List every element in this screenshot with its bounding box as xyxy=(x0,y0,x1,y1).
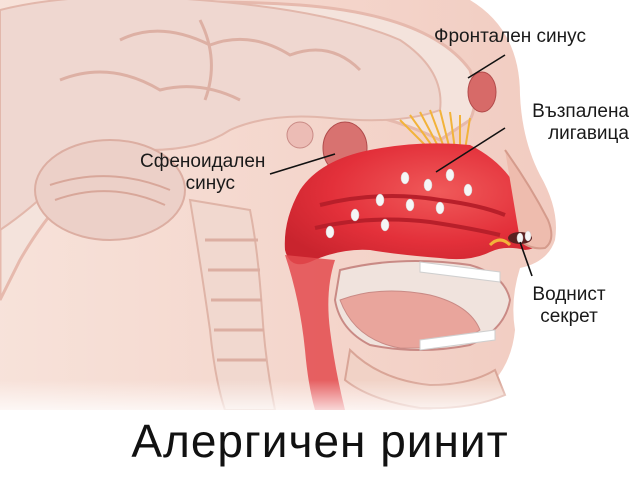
leader-lines xyxy=(269,54,533,277)
frontal-sinus xyxy=(467,71,497,113)
leader-line-watery-secretion xyxy=(519,241,533,277)
pharynx xyxy=(285,255,345,410)
nose xyxy=(504,149,553,250)
label-inflamed-mucosa-line1: Възпалена xyxy=(532,101,629,122)
label-sphenoid-sinus-line1: Сфеноидален xyxy=(140,151,266,172)
label-watery-secretion: Воднист секрет xyxy=(526,284,612,328)
label-inflamed-mucosa-line2: лигавица xyxy=(548,123,629,144)
label-sphenoid-sinus: Сфеноидален синус xyxy=(140,151,265,195)
leader-line-sphenoid-sinus xyxy=(269,153,336,175)
label-frontal-sinus: Фронтален синус xyxy=(434,26,586,47)
tongue xyxy=(339,290,481,349)
label-watery-secretion-line1: Воднист xyxy=(532,284,606,305)
diagram-title: Алергичен ринит xyxy=(131,415,509,467)
leader-line-inflamed-mucosa xyxy=(435,127,506,173)
leader-line-frontal-sinus xyxy=(467,54,506,79)
label-watery-secretion-line2: секрет xyxy=(540,306,598,327)
mucus-drops xyxy=(325,168,532,244)
label-inflamed-mucosa: Възпалена лигавица xyxy=(513,101,629,145)
cerebellum xyxy=(34,139,186,241)
teeth xyxy=(419,261,501,283)
label-sphenoid-sinus-line2: синус xyxy=(185,173,235,194)
